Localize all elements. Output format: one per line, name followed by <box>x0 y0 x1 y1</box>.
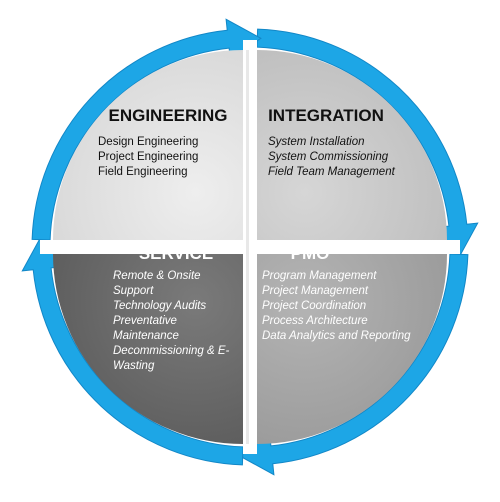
service-item: Preventative <box>113 315 177 327</box>
arrow-top-left-icon <box>31 18 262 241</box>
pmo-item: Project Coordination <box>262 300 366 312</box>
quadrant-pmo <box>257 254 447 444</box>
divider-shade <box>246 50 249 444</box>
service-item: Maintenance <box>113 330 179 342</box>
cycle-ring <box>21 18 479 476</box>
engineering-item: Field Engineering <box>98 166 188 178</box>
engineering-item: Design Engineering <box>98 136 198 148</box>
service-item: Support <box>113 285 154 297</box>
service-item: Wasting <box>113 360 155 372</box>
pmo-item: Project Management <box>262 285 369 297</box>
service-item: Decommissioning & E- <box>113 345 229 357</box>
service-item: Remote & Onsite <box>113 270 201 282</box>
horizontal-divider <box>40 240 460 254</box>
service-title: SERVICE <box>139 244 213 263</box>
engineering-title: ENGINEERING <box>108 106 227 125</box>
integration-title: INTEGRATION <box>268 106 384 125</box>
pmo-item: Process Architecture <box>262 315 368 327</box>
integration-item: System Commissioning <box>268 151 389 163</box>
pmo-item: Data Analytics and Reporting <box>262 330 411 342</box>
engineering-item: Project Engineering <box>98 151 198 163</box>
integration-item: Field Team Management <box>268 166 396 178</box>
quadrant-service <box>53 254 243 444</box>
pmo-item: Program Management <box>262 270 377 282</box>
quadrant-engineering <box>53 50 243 240</box>
integration-item: System Installation <box>268 136 365 148</box>
service-item: Technology Audits <box>113 300 206 312</box>
quadrant-integration <box>257 50 447 240</box>
pmo-title: PMO <box>291 244 330 263</box>
